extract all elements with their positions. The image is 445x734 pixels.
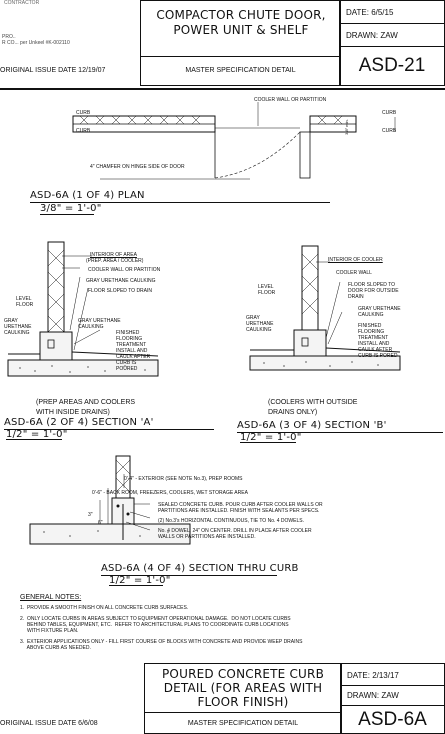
top-subtitle: MASTER SPECIFICATION DETAIL (185, 67, 296, 74)
curb-label-horizontal: (2) No.3's HORIZONTAL CONTINUOUS, TIE TO… (158, 518, 304, 524)
note-2: 2. ONLY LOCATE CURBS IN AREAS SUBJECT TO… (20, 616, 291, 634)
section-b-drawing (249, 245, 401, 371)
curb-title: ASD-6A (4 OF 4) SECTION THRU CURB (101, 563, 299, 574)
plan-label-curb-right-top: CURB (382, 110, 397, 116)
curb-label-back-room: 0'-6" - BACK ROOM, FREEZERS, COOLERS, WE… (92, 490, 248, 496)
plan-label-chamfer: 4" CHAMFER ON HINGE SIDE OF DOOR (90, 164, 185, 170)
section-a-label-gray-caulk-left: GRAY URETHANE CAULKING (4, 318, 32, 336)
section-a-scale: 1/2" = 1'-0" (6, 429, 68, 440)
bottom-drawn: DRAWN: ZAW (347, 691, 399, 700)
top-title-block: CONTRACTOR PRO.. R CO... per Unkeel #K-0… (0, 0, 445, 86)
notes-heading: GENERAL NOTES: (20, 594, 82, 601)
curb-label-dim2: 6" (98, 520, 103, 526)
plan-label-curb-left-bottom: CURB (76, 128, 91, 134)
curb-label-sealed: SEALED CONCRETE CURB. POUR CURB AFTER CO… (158, 502, 323, 514)
plan-label-cooler-wall: COOLER WALL OR PARTITION (254, 97, 327, 103)
bottom-sheet-number: ASD-6A (358, 709, 427, 730)
note-1: 1. PROVIDE A SMOOTH FINISH ON ALL CONCRE… (20, 605, 189, 611)
section-b-label-finished: FINISHED FLOORING TREATMENT INSTALL AND … (358, 323, 398, 359)
section-b-label-interior: INTERIOR OF COOLER (328, 257, 383, 263)
top-date: DATE: 6/5/15 (346, 8, 394, 17)
section-a-title: ASD-6A (2 OF 4) SECTION 'A' (4, 417, 154, 428)
section-curb-drawing (29, 455, 191, 545)
section-a-label-cooler-wall: COOLER WALL OR PARTITION (88, 267, 161, 273)
bottom-date: DATE: 2/13/17 (347, 671, 399, 680)
plan-scale: 3/8" = 1'-0" (40, 203, 102, 214)
section-b-label-level-floor: LEVEL FLOOR (258, 284, 276, 296)
top-drawn: DRAWN: ZAW (346, 31, 398, 40)
general-notes: GENERAL NOTES: 1. PROVIDE A SMOOTH FINIS… (20, 594, 440, 651)
section-b-label-cooler-wall: COOLER WALL (336, 270, 372, 276)
section-a-label-finished: FINISHED FLOORING TREATMENT INSTALL AND … (116, 330, 151, 372)
top-title-box (140, 0, 341, 86)
top-left-line-3: R CO... per Unkeel #K-002110 (2, 40, 70, 46)
section-a-label-interior: INTERIOR OF AREA (90, 252, 137, 258)
bottom-title-block: POURED CONCRETE CURB DETAIL (FOR AREAS W… (0, 663, 445, 734)
curb-scale: 1/2" = 1'-0" (109, 575, 171, 586)
section-a-label-floor-sloped: FLOOR SLOPED TO DRAIN (88, 288, 152, 294)
bottom-subtitle: MASTER SPECIFICATION DETAIL (187, 720, 299, 727)
top-left-line-1: CONTRACTOR (4, 0, 40, 6)
section-b-label-floor-sloped: FLOOR SLOPED TO DOOR FOR OUTSIDE DRAIN (348, 282, 399, 300)
section-b-label-gray-caulk-right: GRAY URETHANE CAULKING (358, 306, 401, 318)
plan-label-curb-right-bottom: CURB (382, 128, 397, 134)
section-b-note: (COOLERS WITH OUTSIDE DRAINS ONLY) (268, 399, 358, 416)
top-sheet-number: ASD-21 (358, 55, 426, 76)
section-a-note: (PREP AREAS AND COOLERS WITH INSIDE DRAI… (36, 399, 136, 416)
section-b-scale: 1/2" = 1'-0" (240, 432, 302, 443)
bottom-original-issue: ORIGINAL ISSUE DATE 6/6/08 (0, 720, 98, 727)
section-a-label-gray-caulk-top: GRAY URETHANE CAULKING (86, 278, 156, 284)
curb-label-dowel: No. 4 DOWEL, 24" ON CENTER. DRILL IN PLA… (158, 528, 312, 540)
plan-drawing (72, 102, 396, 180)
section-a-label-gray-caulk-mid: GRAY URETHANE CAULKING (78, 318, 121, 330)
plan-title: ASD-6A (1 OF 4) PLAN (30, 190, 145, 201)
section-a-drawing (7, 241, 159, 377)
top-original-issue: ORIGINAL ISSUE DATE 12/19/07 (0, 67, 106, 74)
top-left-line-2: PRO.. (2, 34, 16, 40)
section-b-label-gray-caulk-left: GRAY URETHANE CAULKING (246, 315, 274, 333)
top-title: COMPACTOR CHUTE DOOR, POWER UNIT & SHELF (156, 8, 326, 37)
plan-label-curb-left-top: CURB (76, 110, 91, 116)
note-3: 3. EXTERIOR APPLICATIONS ONLY - FILL FIR… (20, 639, 303, 651)
section-b-title: ASD-6A (3 OF 4) SECTION 'B' (237, 420, 387, 431)
curb-label-exterior: 0'-4" - EXTERIOR (SEE NOTE No.3), PREP R… (124, 476, 243, 482)
bottom-title: POURED CONCRETE CURB DETAIL (FOR AREAS W… (162, 667, 324, 709)
section-a-label-level-floor: LEVEL FLOOR (16, 296, 34, 308)
curb-label-dim1: 3" (88, 512, 93, 518)
plan-label-dim: 3/8" min. (343, 119, 349, 135)
section-a-label-interior-sub: (PREP. AREA / COOLER) (86, 258, 144, 264)
